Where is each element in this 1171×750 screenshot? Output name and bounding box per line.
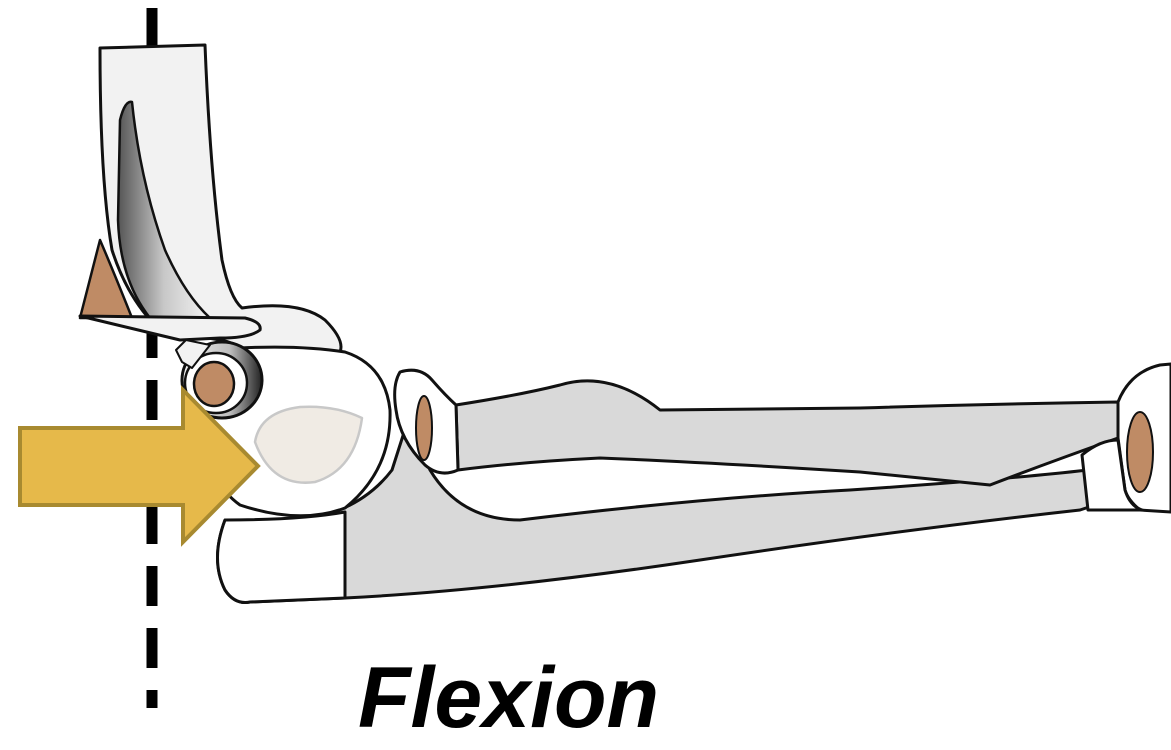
radius-head-pad xyxy=(416,396,432,460)
ulna-head-white xyxy=(218,512,346,603)
radius-bone xyxy=(456,381,1118,485)
humerus-base-plate xyxy=(80,316,260,340)
caption-flexion: Flexion xyxy=(358,655,659,741)
wrist-pad xyxy=(1127,412,1153,492)
capitulum-pad xyxy=(194,362,234,406)
